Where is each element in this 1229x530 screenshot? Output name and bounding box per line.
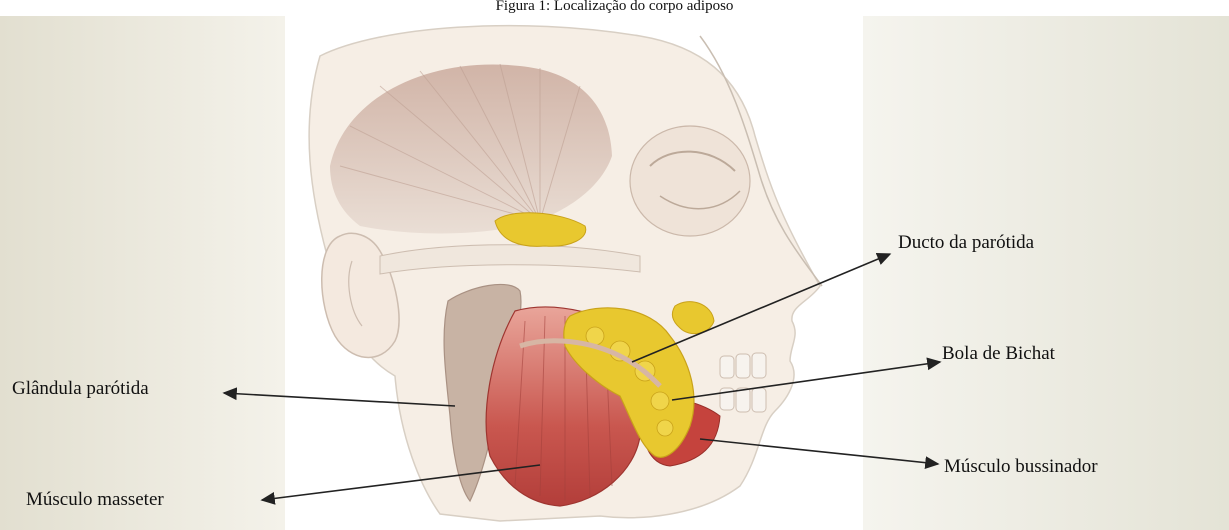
anatomy-illustration xyxy=(0,16,1229,530)
illustration-panel xyxy=(0,16,1229,530)
label-ducto-parotida: Ducto da parótida xyxy=(898,232,1034,254)
label-musculo-bussinador: Músculo bussinador xyxy=(944,456,1098,478)
left-background xyxy=(0,16,285,530)
label-glandula-parotida: Glândula parótida xyxy=(12,378,149,400)
figure-caption: Figura 1: Localização do corpo adiposo xyxy=(0,0,1229,16)
right-background xyxy=(863,16,1229,530)
label-bola-bichat: Bola de Bichat xyxy=(942,343,1055,365)
orbit-region xyxy=(630,126,750,236)
label-musculo-masseter: Músculo masseter xyxy=(26,489,164,511)
